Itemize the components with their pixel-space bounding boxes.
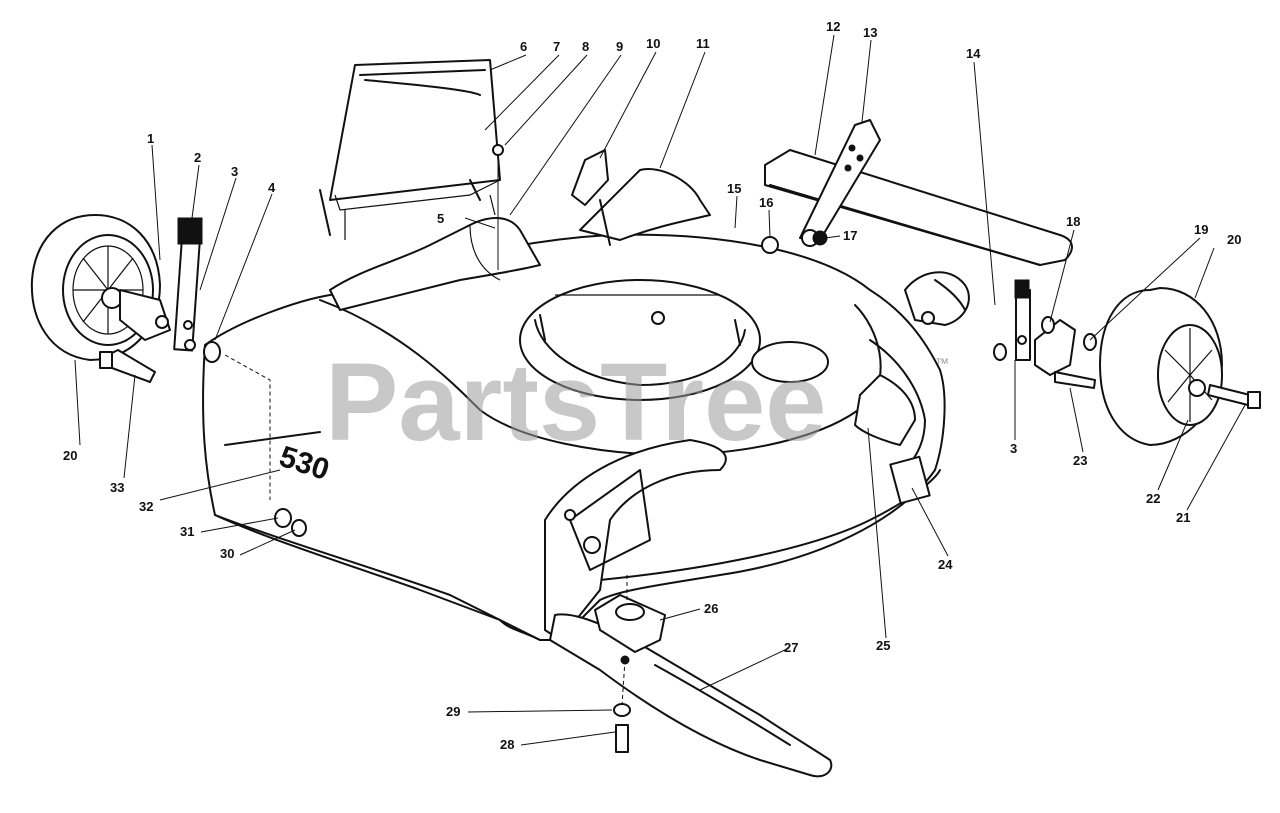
callout-25: 25 bbox=[876, 638, 890, 653]
callout-26: 26 bbox=[704, 601, 718, 616]
fasteners bbox=[274, 144, 828, 753]
callout-19: 19 bbox=[1194, 222, 1208, 237]
callout-17: 17 bbox=[843, 228, 857, 243]
callout-20-right: 20 bbox=[1227, 232, 1241, 247]
callout-27: 27 bbox=[784, 640, 798, 655]
rear-baffle-plate bbox=[764, 149, 1073, 266]
callout-24: 24 bbox=[938, 557, 953, 572]
rear-deflector-flap bbox=[319, 59, 501, 240]
callout-2: 2 bbox=[194, 150, 201, 165]
deck-housing bbox=[202, 233, 946, 641]
left-wheel-assembly bbox=[30, 214, 221, 383]
right-height-lever bbox=[904, 271, 1031, 361]
rear-bracket bbox=[329, 168, 711, 311]
cutting-blade bbox=[549, 613, 833, 778]
blade-adapter bbox=[594, 594, 666, 653]
callout-33: 33 bbox=[110, 480, 124, 495]
callout-30: 30 bbox=[220, 546, 234, 561]
leader-lines bbox=[74, 34, 1246, 746]
callout-14: 14 bbox=[966, 46, 981, 61]
callout-32: 32 bbox=[139, 499, 153, 514]
callout-22: 22 bbox=[1146, 491, 1160, 506]
callout-11: 11 bbox=[696, 36, 710, 51]
right-wheel-assembly bbox=[993, 287, 1261, 446]
callout-1: 1 bbox=[147, 131, 154, 146]
watermark-text: PartsTree bbox=[325, 341, 826, 464]
callout-29: 29 bbox=[446, 704, 460, 719]
callout-31: 31 bbox=[180, 524, 194, 539]
callout-13: 13 bbox=[863, 25, 877, 40]
callout-3-left: 3 bbox=[231, 164, 238, 179]
callout-7: 7 bbox=[553, 39, 560, 54]
callout-3-right: 3 bbox=[1010, 441, 1017, 456]
callout-4: 4 bbox=[268, 180, 276, 195]
callout-6: 6 bbox=[520, 39, 527, 54]
callout-8: 8 bbox=[582, 39, 589, 54]
callout-23: 23 bbox=[1073, 453, 1087, 468]
callout-15: 15 bbox=[727, 181, 741, 196]
callout-20-left: 20 bbox=[63, 448, 77, 463]
callout-10: 10 bbox=[646, 36, 660, 51]
callout-12: 12 bbox=[826, 19, 840, 34]
watermark-trademark: ™ bbox=[935, 355, 949, 371]
front-motor-mount bbox=[544, 439, 727, 641]
callout-labels: 1 2 3 4 5 6 7 8 9 10 11 12 13 14 15 16 1… bbox=[63, 19, 1241, 752]
callout-21: 21 bbox=[1176, 510, 1190, 525]
callout-18: 18 bbox=[1066, 214, 1080, 229]
callout-28: 28 bbox=[500, 737, 514, 752]
callout-5: 5 bbox=[437, 211, 444, 226]
callout-9: 9 bbox=[616, 39, 623, 54]
callout-16: 16 bbox=[759, 195, 773, 210]
